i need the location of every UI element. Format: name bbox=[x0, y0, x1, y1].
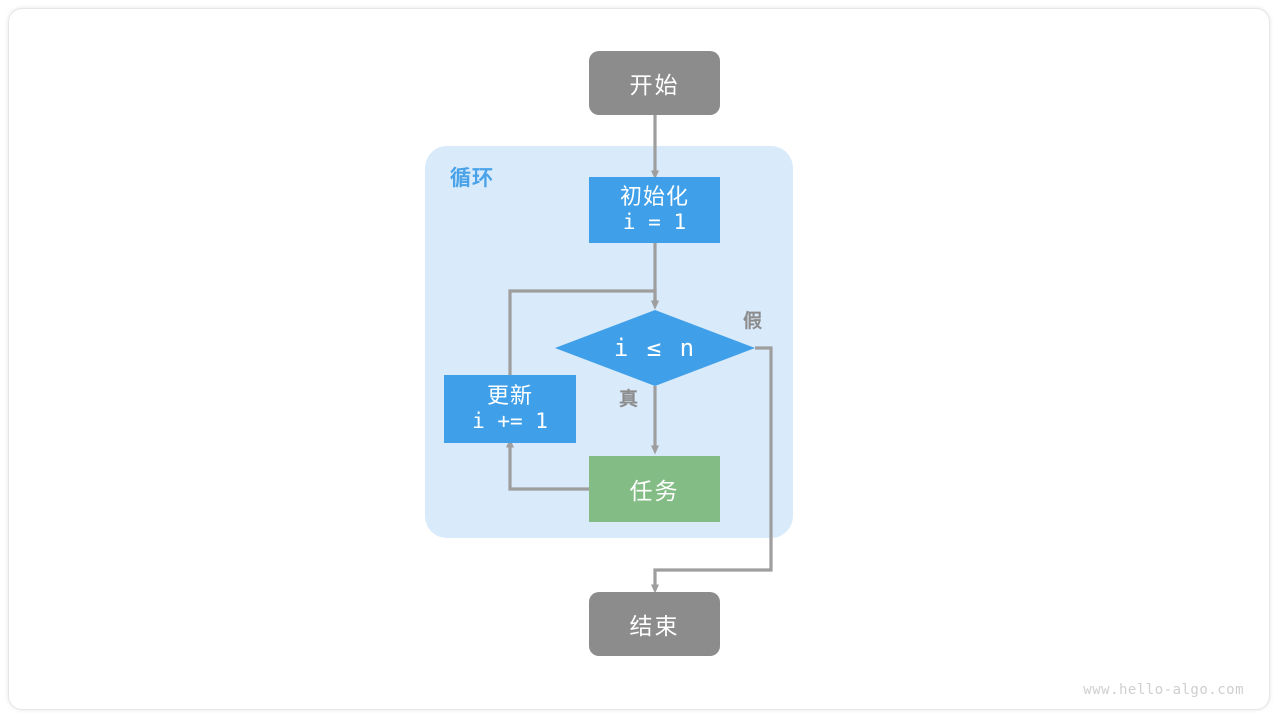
node-end[interactable]: 结束 bbox=[589, 592, 720, 656]
node-update[interactable]: 更新 i += 1 bbox=[444, 375, 576, 443]
loop-container-label: 循环 bbox=[450, 167, 494, 190]
node-condition-label: i ≤ n bbox=[613, 334, 697, 362]
node-update-line1: 更新 bbox=[486, 383, 533, 409]
node-init-line1: 初始化 bbox=[619, 184, 689, 210]
watermark: www.hello-algo.com bbox=[1083, 682, 1244, 698]
node-init-line2: i = 1 bbox=[622, 209, 687, 234]
node-task[interactable]: 任务 bbox=[589, 456, 720, 522]
node-end-label: 结束 bbox=[629, 613, 680, 639]
node-start[interactable]: 开始 bbox=[589, 51, 720, 115]
node-update-line2: i += 1 bbox=[472, 408, 548, 433]
node-task-label: 任务 bbox=[629, 478, 680, 504]
node-condition[interactable]: i ≤ n bbox=[555, 310, 755, 386]
edge-label-false: 假 bbox=[743, 311, 763, 332]
node-init[interactable]: 初始化 i = 1 bbox=[589, 177, 720, 243]
node-start-label: 开始 bbox=[629, 72, 680, 98]
edge-label-true: 真 bbox=[619, 389, 639, 410]
